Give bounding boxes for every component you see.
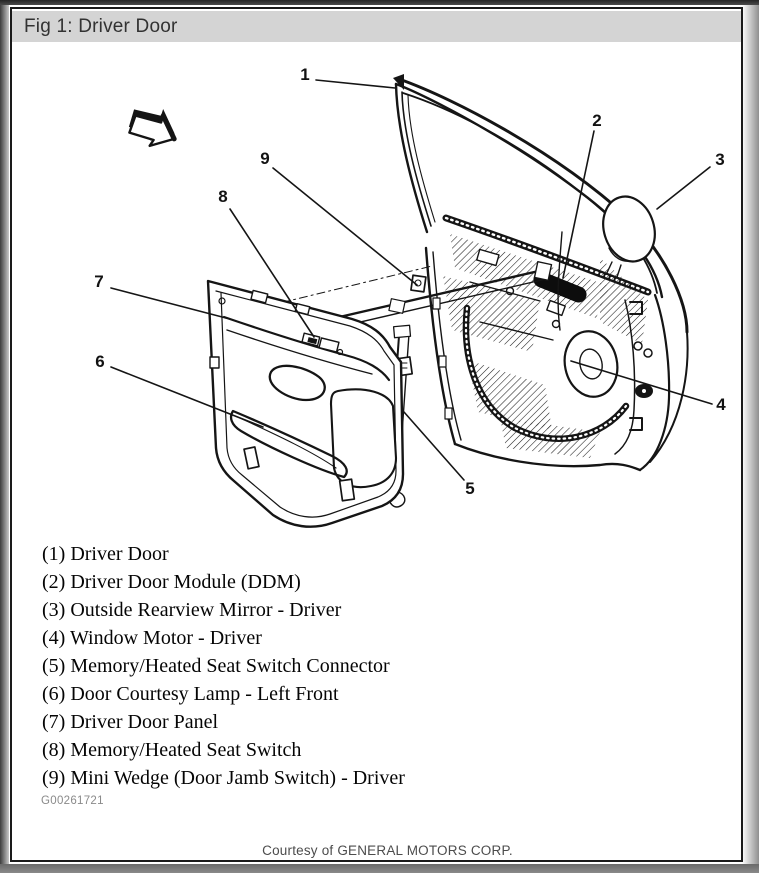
- legend-list: (1) Driver Door (2) Driver Door Module (…: [42, 540, 405, 792]
- legend-item-8: (8) Memory/Heated Seat Switch: [42, 739, 302, 761]
- legend-item-9: (9) Mini Wedge (Door Jamb Switch) - Driv…: [42, 767, 405, 789]
- window-chrome-top: [0, 0, 759, 5]
- figure-document: Fig 1: Driver Door (1) Driver Door (2) D…: [10, 7, 743, 862]
- figure-title-bar: Fig 1: Driver Door: [12, 11, 741, 42]
- legend-item-5: (5) Memory/Heated Seat Switch Connector: [42, 655, 390, 677]
- legend-item-7: (7) Driver Door Panel: [42, 711, 219, 733]
- courtesy-note: Courtesy of GENERAL MOTORS CORP.: [262, 843, 513, 858]
- window-chrome-bottom: [0, 864, 759, 873]
- window-chrome-left: [0, 5, 9, 873]
- legend-item-3: (3) Outside Rearview Mirror - Driver: [42, 599, 342, 621]
- legend-item-1: (1) Driver Door: [42, 543, 169, 565]
- legend-item-2: (2) Driver Door Module (DDM): [42, 571, 301, 593]
- figure-title: Fig 1: Driver Door: [24, 15, 178, 37]
- window-chrome-shadow-right: [742, 5, 759, 864]
- legend-item-6: (6) Door Courtesy Lamp - Left Front: [42, 683, 339, 705]
- figure-code: G00261721: [41, 795, 104, 807]
- legend-item-4: (4) Window Motor - Driver: [42, 627, 262, 649]
